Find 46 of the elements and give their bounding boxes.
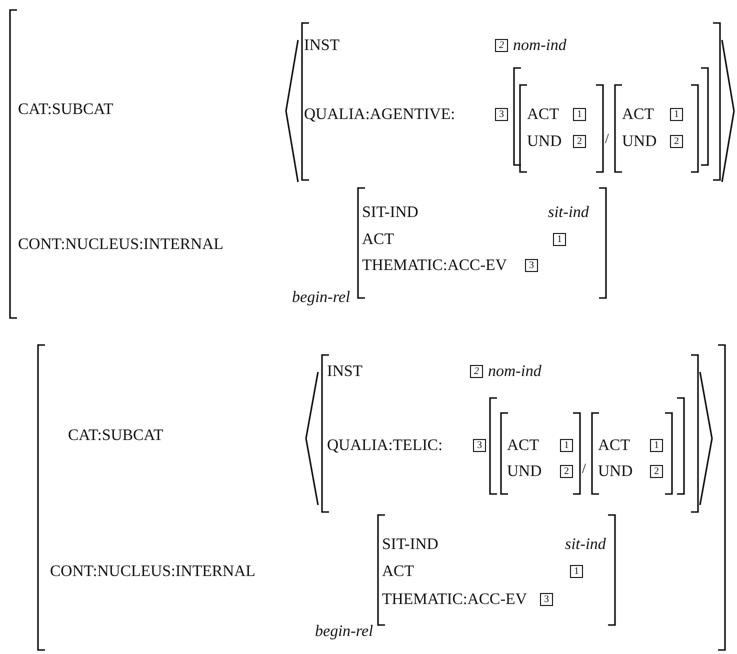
value-label: nom-ind — [488, 363, 542, 381]
coindex-tag: 1 — [573, 108, 586, 121]
feature-label: CONT:NUCLEUS:INTERNAL — [50, 563, 256, 581]
feature-label: SIT-IND — [382, 536, 438, 554]
type-label: begin-rel — [315, 623, 374, 641]
feature-label: SIT-IND — [362, 204, 418, 222]
coindex-tag: 2 — [650, 465, 663, 478]
feature-label: UND — [622, 133, 657, 151]
feature-label: ACT — [622, 106, 654, 124]
coindex-tag: 1 — [553, 233, 566, 246]
feature-label: CAT:SUBCAT — [18, 101, 114, 119]
coindex-tag: 2 — [670, 135, 683, 148]
feature-label: INST — [304, 37, 340, 55]
feature-label: UND — [507, 463, 542, 481]
feature-label: ACT — [507, 437, 539, 455]
feature-label: ACT — [598, 437, 630, 455]
coindex-tag: 3 — [525, 259, 538, 272]
coindex-tag: 1 — [650, 439, 663, 452]
coindex-tag: 2 — [470, 365, 483, 378]
value-label: sit-ind — [548, 204, 589, 222]
type-label: begin-rel — [292, 289, 350, 307]
separator-slash: / — [605, 131, 609, 149]
feature-label: UND — [598, 463, 633, 481]
coindex-tag: 2 — [573, 135, 586, 148]
coindex-tag: 3 — [473, 439, 486, 452]
feature-label: QUALIA:TELIC: — [327, 437, 443, 455]
feature-label: INST — [327, 363, 363, 381]
coindex-tag: 1 — [570, 565, 583, 578]
separator-slash: / — [582, 461, 586, 479]
coindex-tag: 1 — [670, 108, 683, 121]
coindex-tag: 1 — [560, 439, 573, 452]
feature-label: THEMATIC:ACC-EV — [362, 257, 507, 275]
feature-label: CONT:NUCLEUS:INTERNAL — [18, 236, 224, 254]
feature-label: QUALIA:AGENTIVE: — [304, 106, 456, 124]
coindex-tag: 2 — [495, 39, 508, 52]
feature-label: ACT — [382, 563, 414, 581]
feature-label: UND — [527, 133, 562, 151]
feature-label: CAT:SUBCAT — [68, 427, 164, 445]
coindex-tag: 3 — [495, 108, 508, 121]
coindex-tag: 2 — [560, 465, 573, 478]
value-label: nom-ind — [513, 37, 566, 55]
feature-label: THEMATIC:ACC-EV — [382, 591, 527, 609]
feature-label: ACT — [362, 231, 394, 249]
value-label: sit-ind — [565, 536, 606, 554]
feature-label: ACT — [527, 106, 559, 124]
coindex-tag: 3 — [540, 593, 553, 606]
